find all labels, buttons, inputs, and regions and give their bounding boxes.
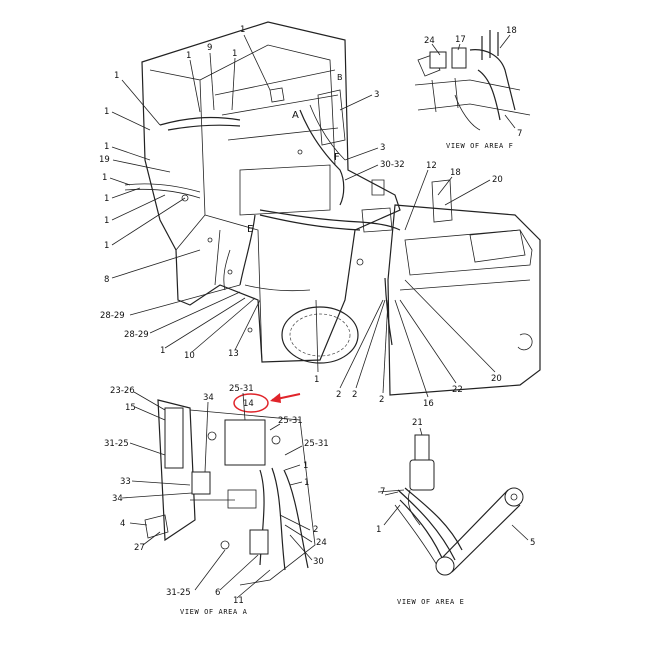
view-area-a: 23-26 15 31-25 33 34 4 27 34 25-31 14 25… — [104, 384, 329, 616]
main-view: 1 9 1 1 1 1 1 19 1 1 1 1 8 28-29 28-29 1… — [99, 21, 541, 409]
callout-9: 9 — [207, 43, 212, 53]
callout-2: 2 — [313, 525, 318, 535]
callout-25-31: 25-31 — [304, 439, 329, 449]
callout-3: 3 — [374, 90, 379, 100]
view-area-f: 24 17 18 7 VIEW OF AREA F — [414, 26, 531, 150]
callout-27: 27 — [134, 543, 145, 553]
callout-1: 1 — [104, 142, 109, 152]
callout-20: 20 — [492, 175, 503, 185]
callout-12: 12 — [426, 161, 437, 171]
callout-1: 1 — [160, 346, 165, 356]
callout-22: 22 — [452, 385, 463, 395]
callout-1: 1 — [114, 71, 119, 81]
callout-24: 24 — [316, 538, 327, 548]
callout-1: 1 — [314, 375, 319, 385]
callout-20: 20 — [491, 374, 502, 384]
callout-19: 19 — [99, 155, 110, 165]
callout-30-32: 30-32 — [380, 160, 405, 170]
callout-7: 7 — [380, 487, 385, 497]
callout-34: 34 — [112, 494, 123, 504]
area-label-f: F — [334, 152, 340, 163]
callout-34: 34 — [203, 393, 214, 403]
callout-30: 30 — [313, 557, 324, 567]
callout-23-26: 23-26 — [110, 386, 135, 396]
area-label-a: A — [292, 110, 299, 121]
callout-2: 2 — [379, 395, 384, 405]
callout-1: 1 — [104, 241, 109, 251]
callout-1: 1 — [232, 49, 237, 59]
callout-14: 14 — [243, 399, 254, 409]
callout-8: 8 — [104, 275, 109, 285]
callout-16: 16 — [423, 399, 434, 409]
callout-5: 5 — [530, 538, 535, 548]
highlight-ellipse — [233, 393, 269, 413]
callout-2: 2 — [352, 390, 357, 400]
callout-24: 24 — [424, 36, 435, 46]
caption-view-e: VIEW OF AREA E — [397, 598, 464, 606]
callout-1: 1 — [104, 107, 109, 117]
callout-6: 6 — [215, 588, 220, 598]
caption-view-a: VIEW OF AREA A — [180, 608, 248, 616]
callout-25-31: 25-31 — [278, 416, 303, 426]
callout-4: 4 — [120, 519, 125, 529]
callout-1: 1 — [303, 461, 308, 471]
area-label-b: B — [337, 73, 343, 82]
callout-18: 18 — [450, 168, 461, 178]
callout-2: 2 — [336, 390, 341, 400]
callout-33: 33 — [120, 477, 131, 487]
callout-11: 11 — [233, 596, 244, 606]
callout-1: 1 — [102, 173, 107, 183]
callout-10: 10 — [184, 351, 195, 361]
callout-28-29: 28-29 — [100, 311, 125, 321]
view-area-e: 21 7 1 5 VIEW OF AREA E — [376, 418, 535, 606]
callout-15: 15 — [125, 403, 136, 413]
callout-28-29: 28-29 — [124, 330, 149, 340]
area-label-e: E — [247, 224, 253, 235]
callout-1: 1 — [240, 25, 245, 35]
callout-3: 3 — [380, 143, 385, 153]
caption-view-f: VIEW OF AREA F — [446, 142, 513, 150]
callout-7: 7 — [517, 129, 522, 139]
callout-13: 13 — [228, 349, 239, 359]
callout-25-31: 25-31 — [229, 384, 254, 394]
callout-18: 18 — [506, 26, 517, 36]
callout-1: 1 — [186, 51, 191, 61]
callout-1: 1 — [104, 216, 109, 226]
callout-31-25: 31-25 — [166, 588, 191, 598]
callout-1: 1 — [304, 478, 309, 488]
callout-31-25: 31-25 — [104, 439, 129, 449]
callout-1: 1 — [104, 194, 109, 204]
callout-17: 17 — [455, 35, 466, 45]
callout-1: 1 — [376, 525, 381, 535]
callout-21: 21 — [412, 418, 423, 428]
main-leaders — [109, 34, 496, 398]
